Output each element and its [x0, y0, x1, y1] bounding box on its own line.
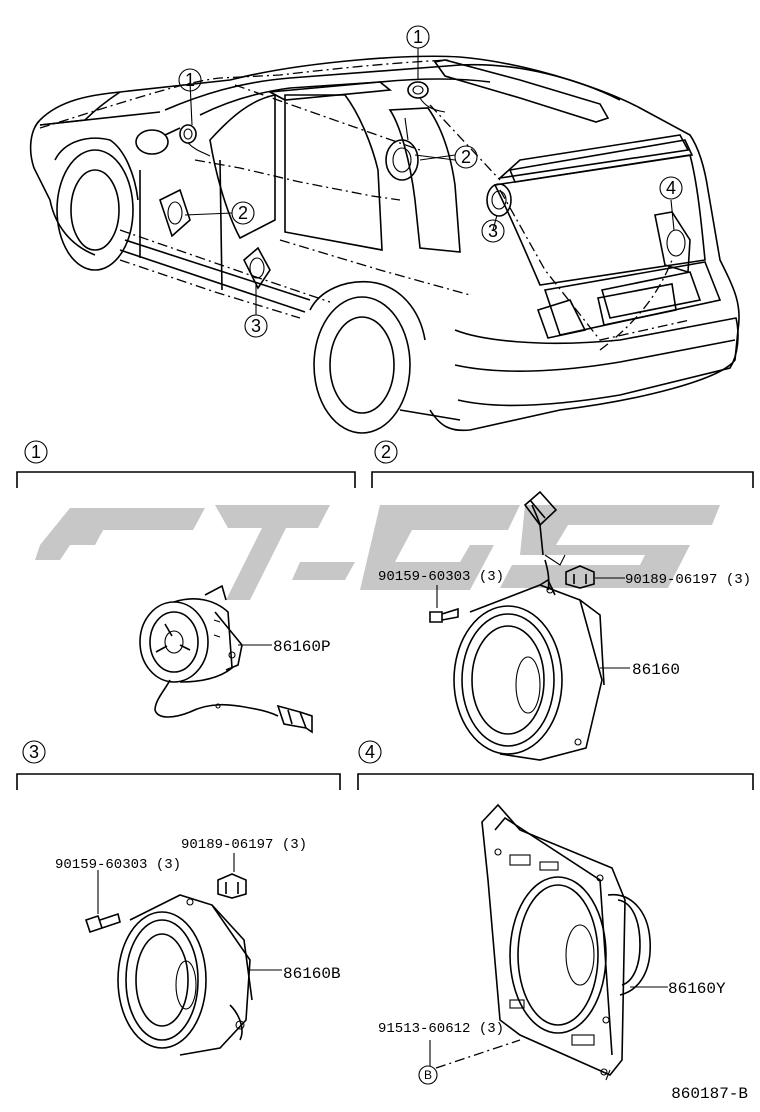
speaker-pillar-marker [486, 183, 512, 217]
watermark-logo [35, 505, 720, 600]
part-label-91513-60612: 91513-60612 (3) [378, 1021, 504, 1037]
harness-lines [39, 59, 691, 351]
part-label-86160P: 86160P [273, 638, 331, 656]
callout-3a: 3 [481, 219, 505, 243]
part-label-86160B: 86160B [283, 965, 341, 983]
svg-text:1: 1 [31, 442, 41, 462]
vehicle-overview [29, 48, 740, 434]
speaker-hatch-marker [654, 211, 691, 274]
svg-text:1: 1 [185, 70, 195, 90]
callout-1a: 1 [178, 68, 202, 92]
speaker-86160-drawing [429, 490, 630, 761]
section-1-header: 1 [16, 440, 356, 488]
part-label-90189-06197-s2: 90189-06197 (3) [625, 572, 751, 588]
svg-text:B: B [424, 1068, 432, 1082]
svg-text:2: 2 [461, 147, 471, 167]
callout-4a: 4 [659, 176, 683, 200]
part-label-86160Y: 86160Y [668, 980, 726, 998]
part-label-90189-06197-s3: 90189-06197 (3) [181, 837, 307, 853]
ref-b-marker: B [418, 1065, 438, 1085]
part-label-90159-60303-s3: 90159-60303 (3) [55, 857, 181, 873]
section-3-header: 3 [16, 740, 341, 790]
svg-text:2: 2 [238, 203, 248, 223]
callout-2b: 2 [231, 201, 255, 225]
svg-text:4: 4 [365, 742, 375, 762]
part-label-86160: 86160 [632, 661, 680, 679]
callout-1b: 1 [406, 25, 430, 49]
svg-text:4: 4 [666, 178, 676, 198]
speaker-front-door-marker [159, 188, 191, 238]
svg-text:1: 1 [413, 27, 423, 47]
speaker-86160Y-drawing [429, 803, 668, 1081]
svg-text:2: 2 [381, 442, 391, 462]
svg-text:3: 3 [251, 316, 261, 336]
speaker-front-tweeter-marker [179, 124, 211, 157]
speaker-86160B-drawing [84, 853, 282, 1056]
figure-id: 860187-B [671, 1085, 748, 1103]
svg-text:3: 3 [29, 742, 39, 762]
speaker-rear-tweeter-marker [407, 81, 446, 113]
tweeter-86160P-drawing [139, 584, 313, 734]
speaker-quarter-marker [385, 117, 419, 181]
callout-2a: 2 [454, 145, 478, 169]
callout-3b: 3 [244, 314, 268, 338]
part-label-90159-60303-s2: 90159-60303 (3) [378, 569, 504, 585]
svg-text:3: 3 [488, 221, 498, 241]
section-4-header: 4 [357, 740, 754, 790]
section-2-header: 2 [371, 440, 754, 488]
